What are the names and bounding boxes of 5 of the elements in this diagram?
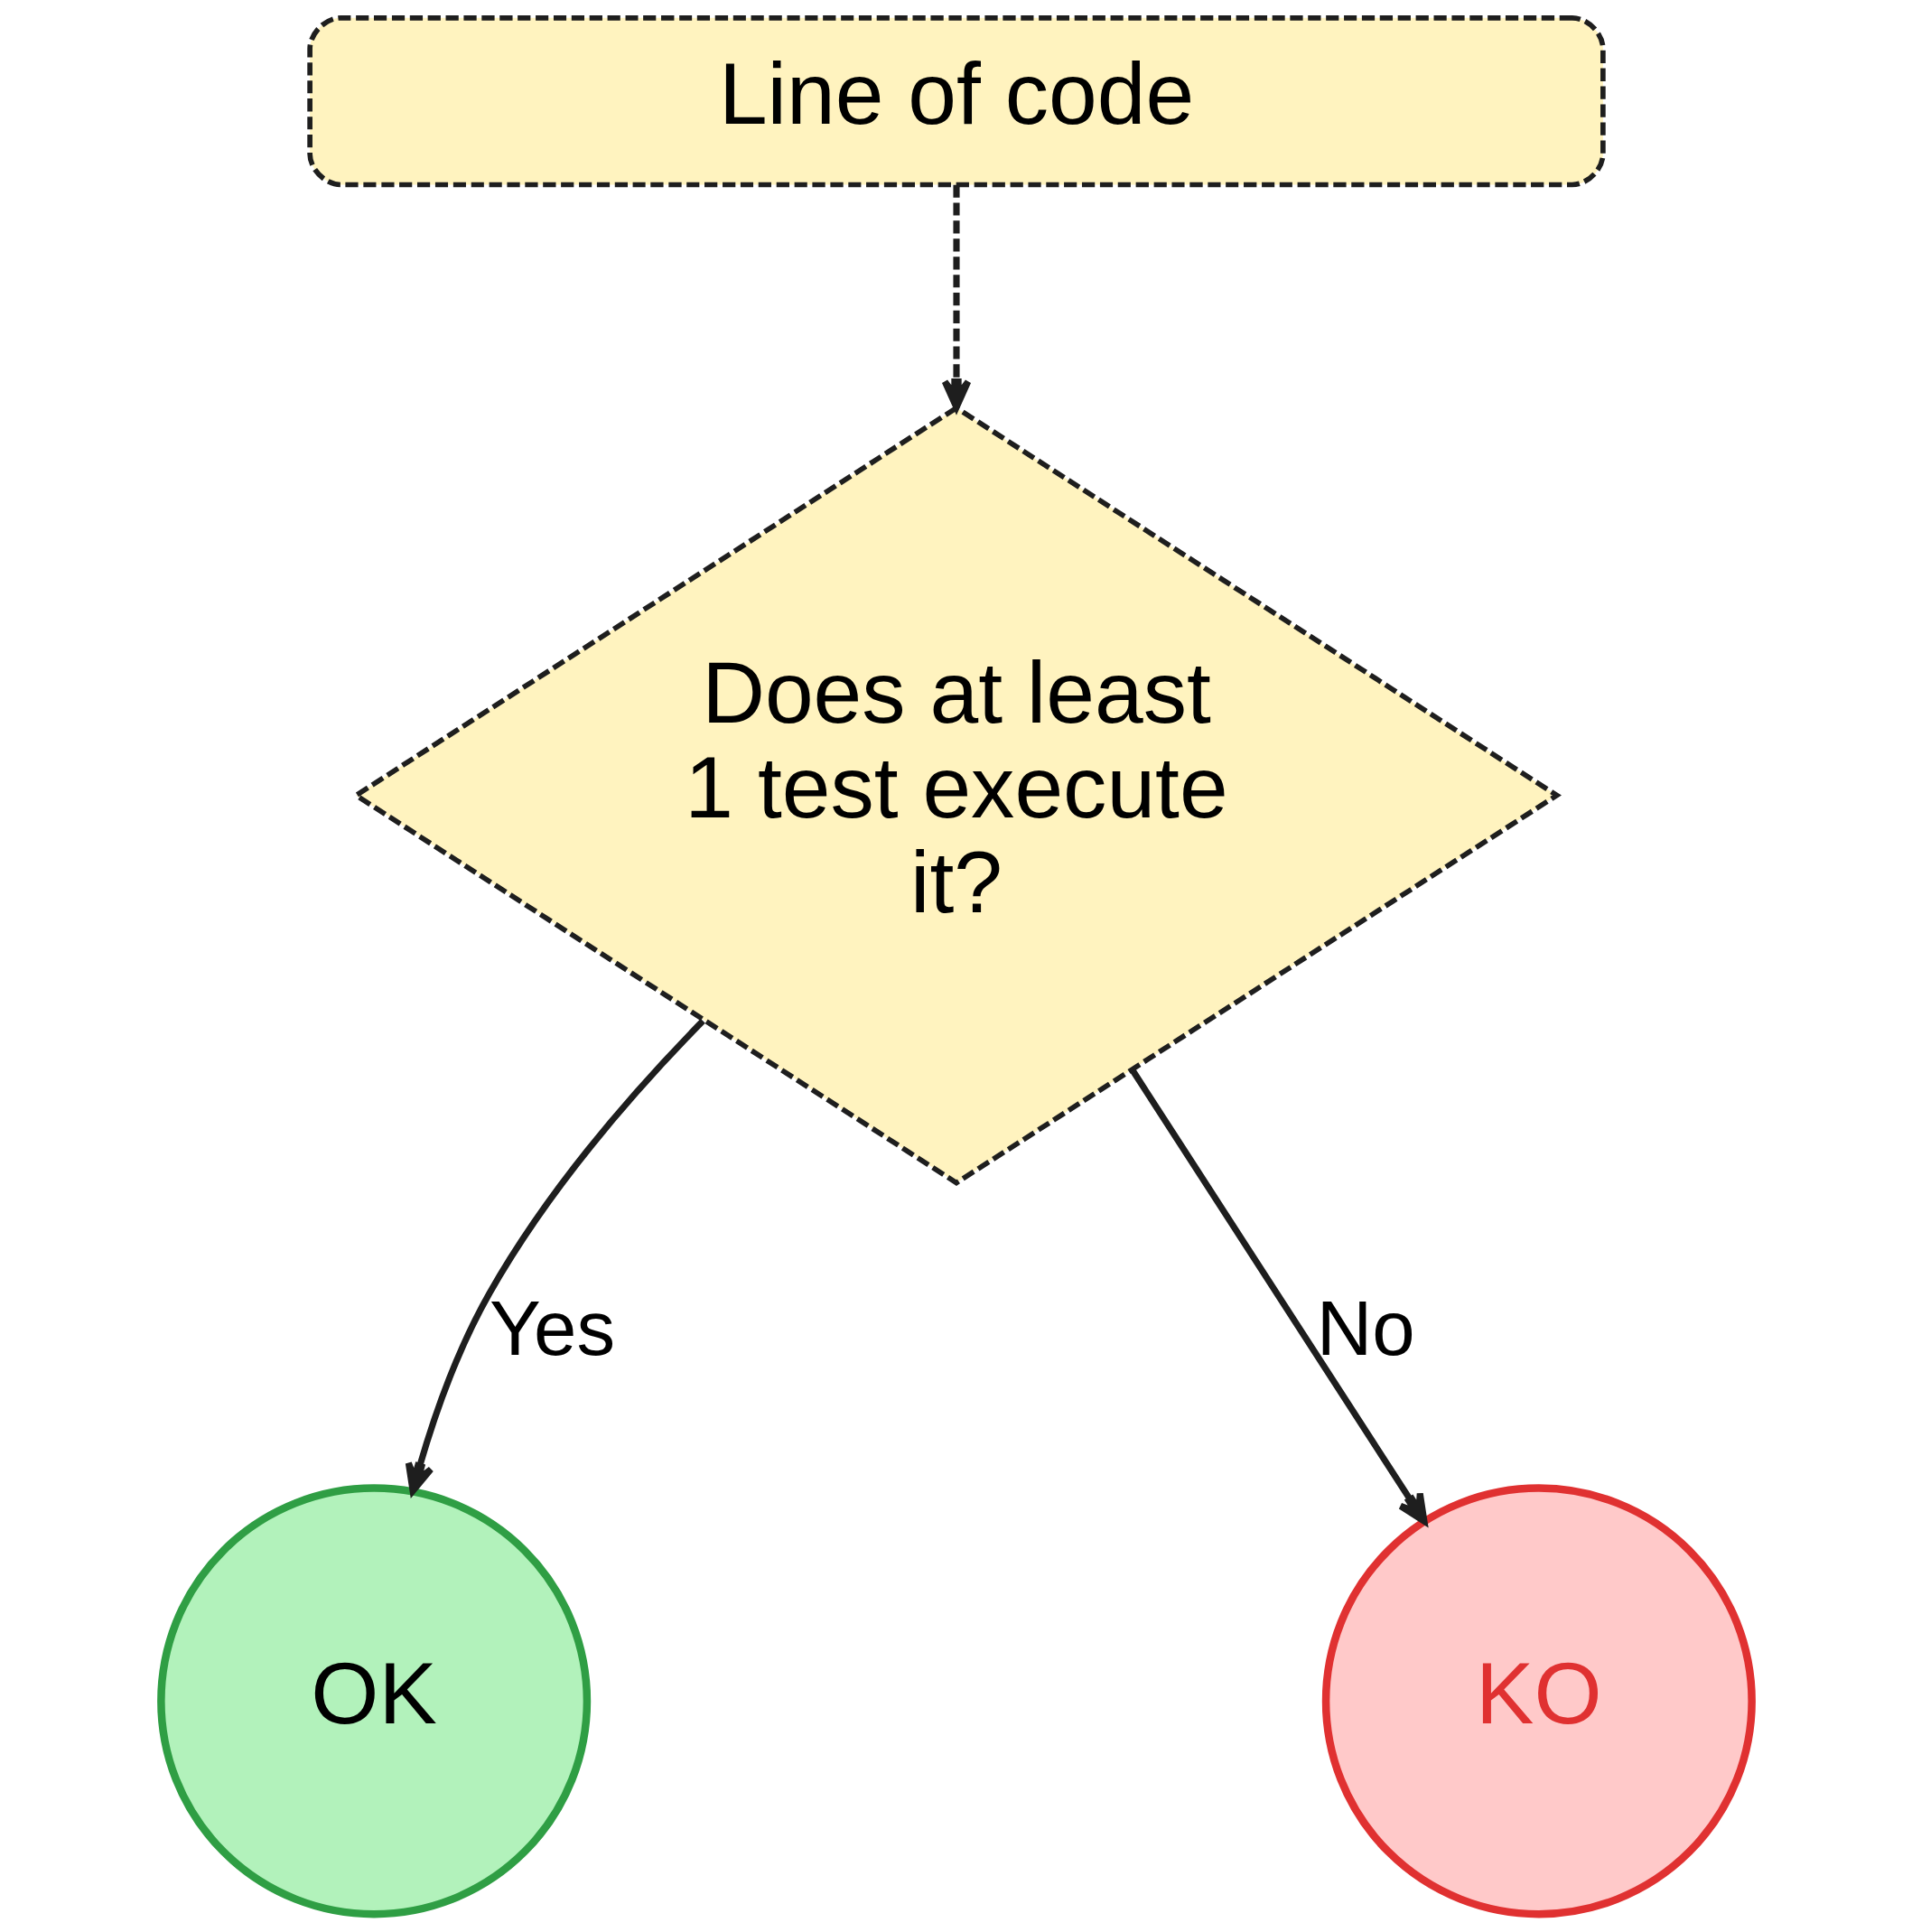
node-circle: KO (1321, 1484, 1756, 1918)
node-box: Line of code (306, 15, 1606, 188)
edge-label: Yes (489, 1284, 615, 1371)
edge-label: No (1316, 1284, 1415, 1371)
node-circle: OK (156, 1484, 591, 1918)
